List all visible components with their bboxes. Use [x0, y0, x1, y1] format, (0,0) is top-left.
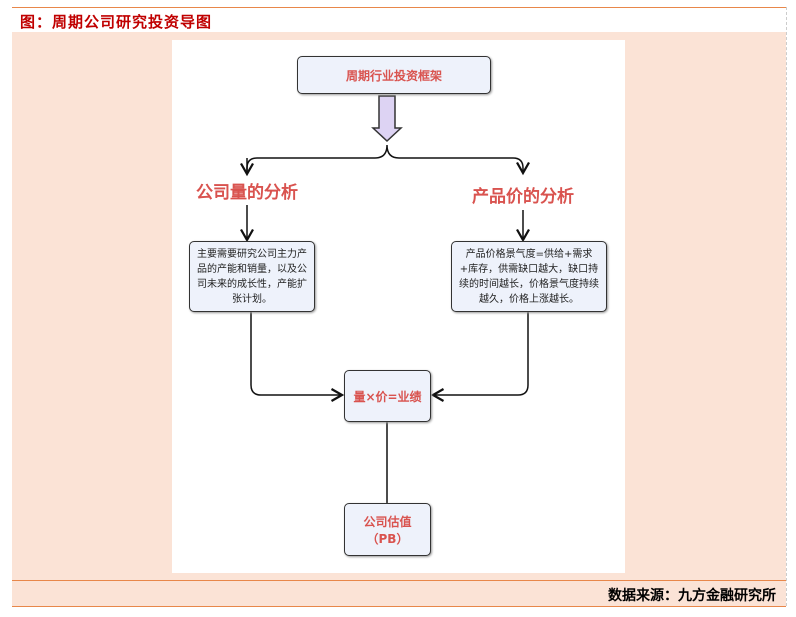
valuation-pb-text: （PB）	[366, 531, 409, 546]
data-source: 数据来源：九方金融研究所	[608, 588, 776, 604]
price-desc-text: 产品价格景气度=供给+需求+库存，供需缺口越大，缺口持续的时间越长，价格景气度持…	[459, 248, 599, 305]
performance-text: 量×价=业绩	[353, 389, 422, 404]
hollow-down-arrow	[371, 95, 403, 143]
valuation-text: 公司估值	[363, 514, 412, 529]
quantity-desc-box: 主要需要研究公司主力产品的产能和销量，以及公司未来的成长性，产能扩张计划。	[189, 241, 315, 312]
branch-connector	[246, 144, 523, 173]
price-analysis-label: 产品价的分析	[472, 187, 574, 207]
valuation-box: 公司估值 （PB）	[344, 503, 431, 556]
right-to-center-arrow	[430, 312, 529, 402]
performance-box: 量×价=业绩	[344, 370, 431, 422]
framework-box: 周期行业投资框架	[297, 56, 491, 94]
left-to-center-arrow	[250, 312, 345, 402]
quantity-analysis-label: 公司量的分析	[196, 183, 298, 203]
framework-text: 周期行业投资框架	[345, 68, 442, 83]
quantity-desc-text: 主要需要研究公司主力产品的产能和销量，以及公司未来的成长性，产能扩张计划。	[197, 248, 307, 305]
title-bar: 图：周期公司研究投资导图	[12, 7, 786, 33]
price-desc-box: 产品价格景气度=供给+需求+库存，供需缺口越大，缺口持续的时间越长，价格景气度持…	[451, 241, 607, 312]
footer-bar: 数据来源：九方金融研究所	[12, 580, 786, 607]
figure-title: 图：周期公司研究投资导图	[20, 13, 213, 31]
